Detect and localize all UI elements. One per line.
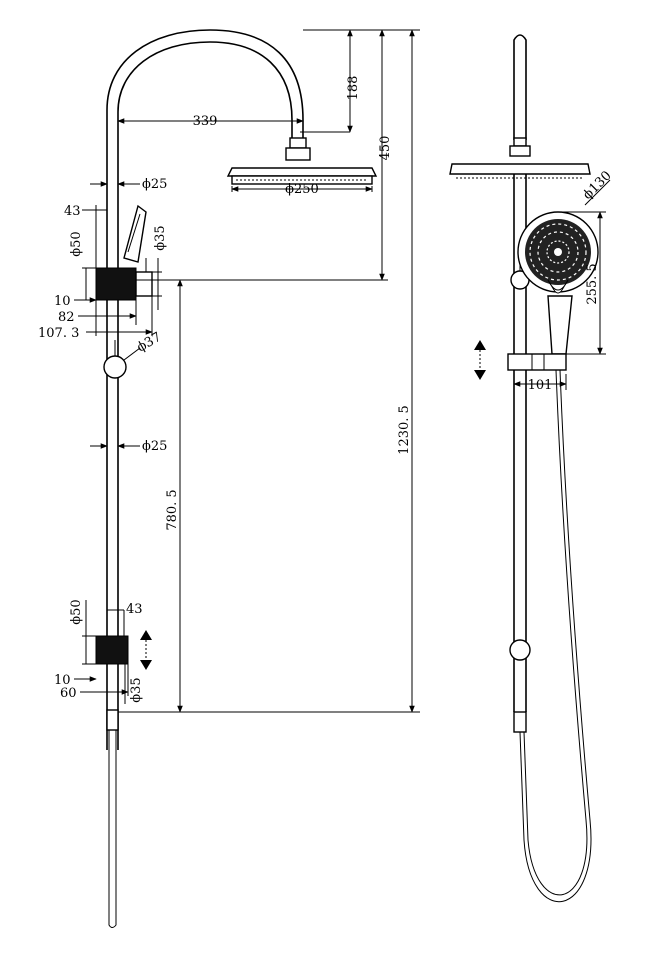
dim-upper-35: ϕ35 — [153, 225, 168, 250]
dim-arm-reach: 339 — [193, 114, 218, 129]
dim-head-height: 450 — [378, 136, 393, 161]
dim-upper-43: 43 — [64, 204, 81, 219]
dim-knob-37: ϕ37 — [135, 330, 165, 356]
dim-rail-dia-top: ϕ25 — [142, 177, 167, 192]
dim-hand-height: 255. 5 — [585, 263, 600, 304]
side-view: ϕ130 255. 5 101 — [449, 34, 615, 903]
diverter-knob — [103, 355, 127, 379]
lower-bracket — [95, 635, 129, 665]
dim-lower-50: ϕ50 — [69, 599, 84, 624]
dim-slider-101: 101 — [528, 378, 553, 393]
inlet-hose — [108, 730, 117, 928]
dim-mount-height: 780. 5 — [165, 489, 180, 530]
hand-shower-hose — [519, 369, 592, 903]
dim-upper-10: 10 — [54, 294, 71, 309]
hand-shower — [517, 211, 599, 355]
dim-lower-43: 43 — [126, 602, 143, 617]
side-shower-head — [449, 163, 591, 175]
adjust-arrows-icon — [140, 630, 152, 670]
slider-arrows-icon — [474, 340, 486, 380]
side-rail — [513, 34, 527, 140]
arm-connector — [289, 137, 307, 149]
dim-head-dia: ϕ250 — [285, 182, 319, 197]
dim-lower-10: 10 — [54, 673, 71, 688]
hand-shower-holder — [123, 204, 147, 263]
dim-total-height: 1230. 5 — [397, 405, 412, 455]
front-view: 188 450 339 ϕ250 ϕ25 43 ϕ50 ϕ35 10 — [38, 29, 420, 928]
gooseneck-arm — [106, 29, 304, 750]
upper-bracket — [95, 204, 153, 301]
dim-upper-1073: 107. 3 — [38, 326, 79, 341]
dim-arm-drop: 188 — [346, 76, 361, 101]
dim-lower-60: 60 — [60, 686, 77, 701]
dim-rail-dia-mid: ϕ25 — [142, 439, 167, 454]
dim-upper-50: ϕ50 — [69, 231, 84, 256]
side-lower-bracket — [509, 639, 531, 661]
dim-lower-35: ϕ35 — [129, 677, 144, 702]
rain-shower-head — [226, 167, 378, 185]
dim-upper-82: 82 — [58, 310, 75, 325]
slide-holder — [507, 353, 567, 371]
